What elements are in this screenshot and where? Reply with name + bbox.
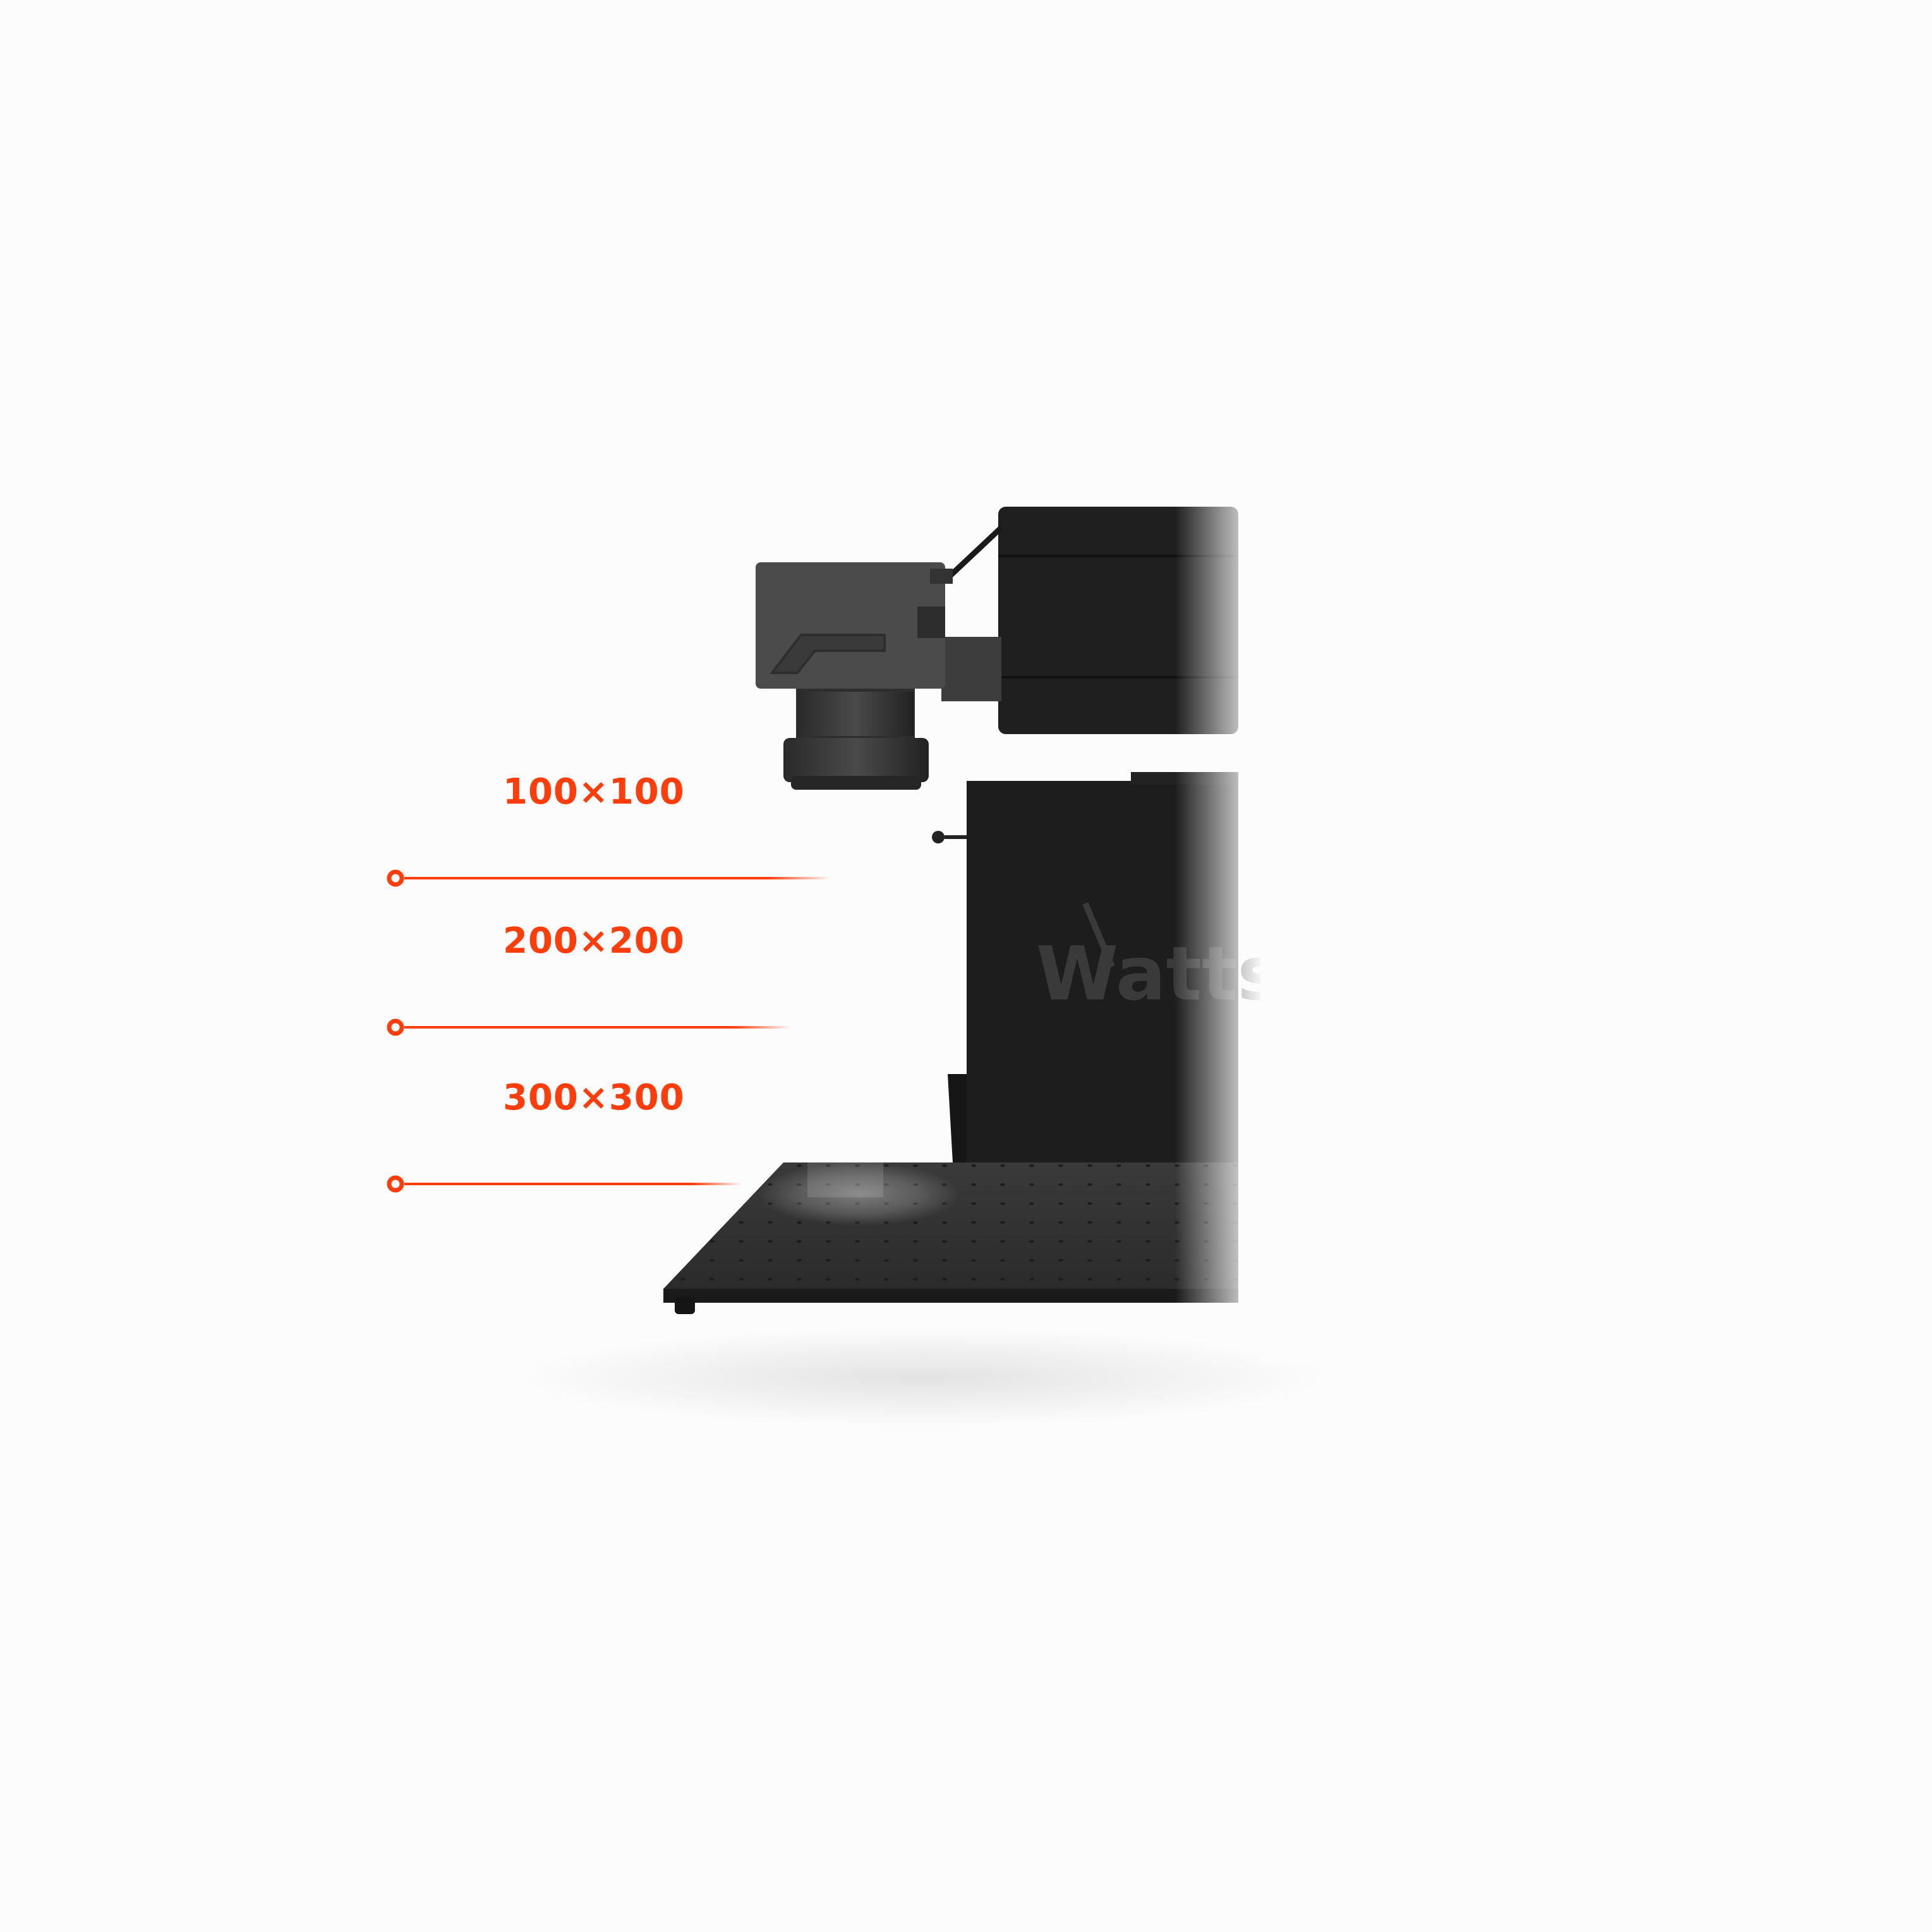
marking-field-glow: [758, 1162, 960, 1226]
field-size-label-100: 100×100: [503, 771, 685, 812]
marker-dot-icon: [387, 1018, 404, 1036]
fade-overlay: [1175, 493, 1264, 1327]
field-size-label-200: 200×200: [503, 921, 685, 962]
marker-dot-icon: [387, 869, 404, 887]
indicator-line-100: [387, 869, 831, 887]
field-size-label-300: 300×300: [503, 1077, 685, 1118]
indicator-line-200: [387, 1018, 791, 1036]
floor-shadow: [518, 1327, 1327, 1428]
galvo-head: [756, 562, 953, 790]
marker-dot-icon: [387, 1175, 404, 1193]
indicator-line-300: [387, 1175, 742, 1193]
